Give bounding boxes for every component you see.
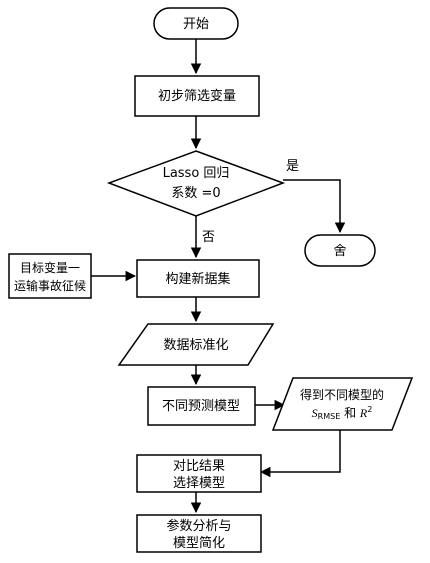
decision-line1: Lasso 回归 bbox=[163, 166, 230, 181]
result-and: 和 bbox=[340, 406, 360, 420]
arrow-decision-to-discard bbox=[283, 179, 346, 234]
target-variable-box: 目标变量一 运输事故征候 bbox=[8, 253, 92, 299]
result-s: S bbox=[312, 406, 318, 420]
decision-line2: 系数 =0 bbox=[171, 186, 220, 201]
start-terminal: 开始 bbox=[153, 7, 239, 40]
model-results-parallelogram: 得到不同模型的 SRMSE 和 R2 bbox=[271, 377, 414, 431]
discard-terminal: 舍 bbox=[304, 234, 376, 267]
screen-variables-label: 初步筛选变量 bbox=[158, 88, 236, 104]
result-rmse-subscript: RMSE bbox=[318, 412, 341, 421]
models-label: 不同预测模型 bbox=[162, 399, 240, 414]
result-r-superscript: 2 bbox=[367, 405, 372, 414]
result-line1: 得到不同模型的 bbox=[300, 387, 384, 402]
normalize-label: 数据标准化 bbox=[163, 338, 228, 353]
arrow-result-to-compare bbox=[259, 430, 341, 478]
discard-label: 舍 bbox=[333, 244, 346, 259]
compare-select-box: 对比结果 选择模型 bbox=[136, 454, 262, 493]
result-line2: SRMSE 和 R2 bbox=[312, 405, 373, 421]
compare-line2: 选择模型 bbox=[173, 476, 225, 491]
normalize-data-parallelogram: 数据标准化 bbox=[117, 323, 275, 366]
yes-label: 是 bbox=[286, 159, 299, 174]
analysis-line2: 模型简化 bbox=[173, 535, 225, 551]
start-label: 开始 bbox=[183, 17, 209, 32]
lasso-decision-diamond: Lasso 回归 系数 =0 bbox=[106, 150, 286, 217]
build-dataset-box: 构建新据集 bbox=[136, 259, 260, 298]
analysis-line1: 参数分析与 bbox=[166, 518, 231, 534]
build-dataset-label: 构建新据集 bbox=[165, 271, 230, 287]
no-label: 否 bbox=[202, 230, 215, 245]
target-line2: 运输事故征候 bbox=[14, 278, 86, 293]
target-line1: 目标变量一 bbox=[20, 260, 80, 275]
screen-variables-box: 初步筛选变量 bbox=[134, 75, 260, 117]
result-r: R bbox=[359, 406, 368, 420]
prediction-models-box: 不同预测模型 bbox=[147, 386, 256, 426]
compare-line1: 对比结果 bbox=[173, 459, 225, 474]
connectors bbox=[91, 39, 346, 514]
analysis-simplify-box: 参数分析与 模型简化 bbox=[136, 514, 262, 553]
